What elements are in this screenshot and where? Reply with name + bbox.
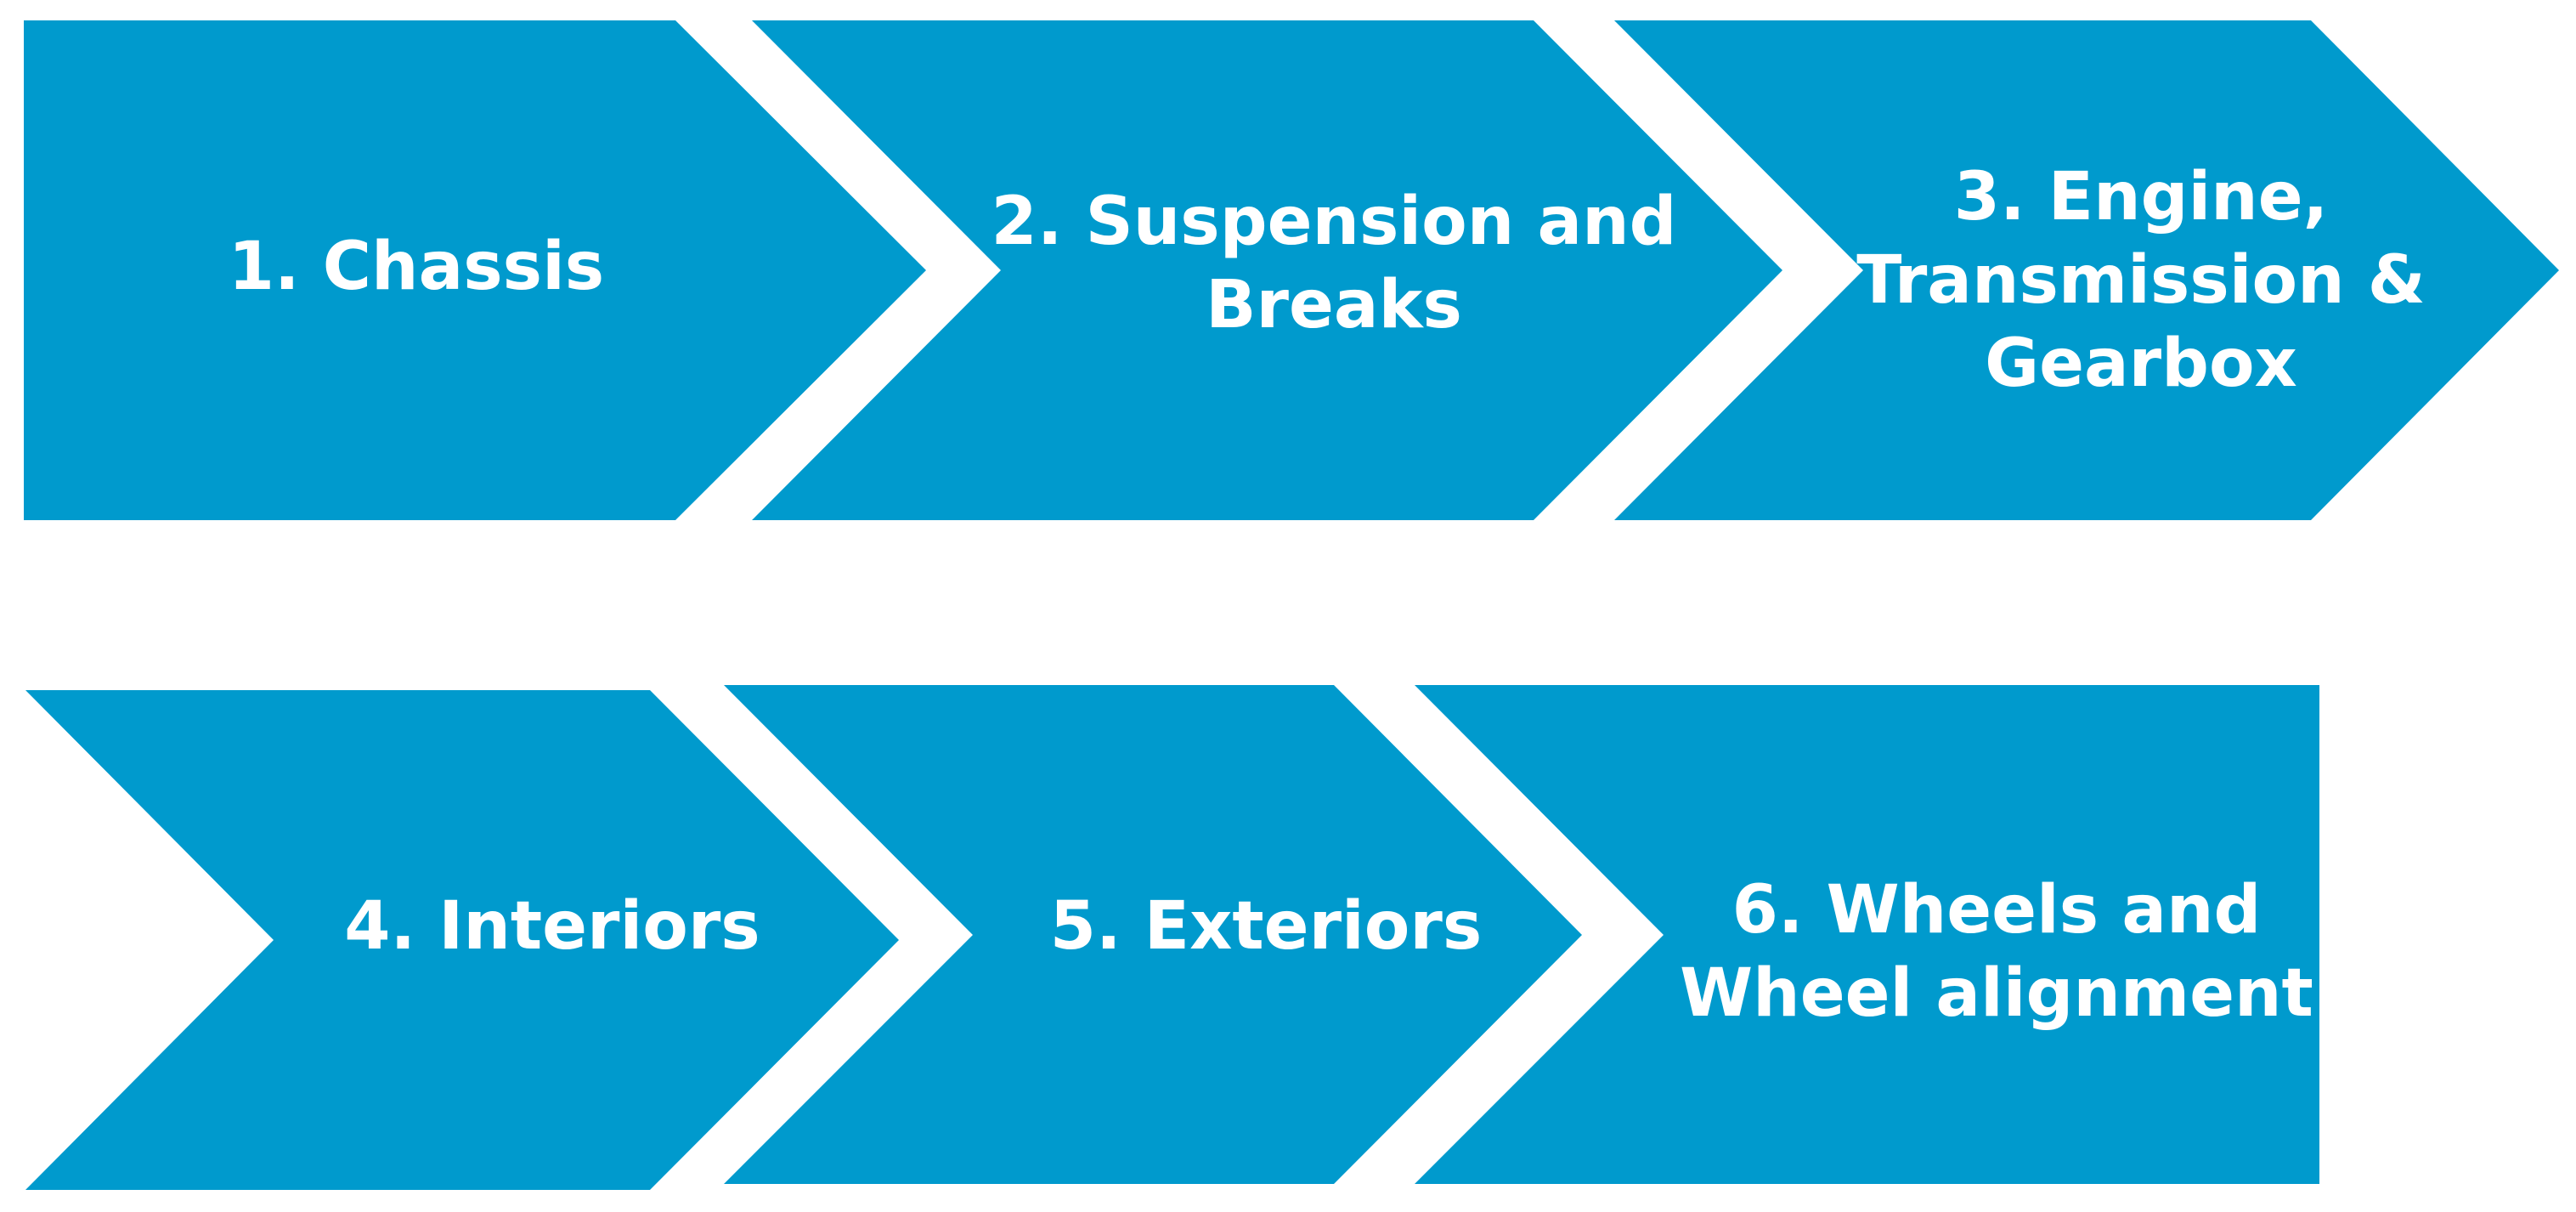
step-5-label: 5. Exteriors xyxy=(1049,888,1483,965)
step-4-label: 4. Interiors xyxy=(344,888,760,965)
step-1-label: 1. Chassis xyxy=(228,229,605,305)
step-2-arrow xyxy=(752,20,1782,520)
step-3-label: 3. Engine, Transmission & Gearbox xyxy=(1856,159,2426,402)
step-4-arrow xyxy=(25,690,899,1190)
step-2-label: 2. Suspension and Breaks xyxy=(991,184,1677,343)
step-6-label: 6. Wheels and Wheel alignment xyxy=(1680,872,2313,1032)
step-6-box xyxy=(1415,685,2319,1184)
step-5-arrow xyxy=(724,685,1582,1184)
step-1-arrow xyxy=(24,20,926,520)
step-3-arrow xyxy=(1614,20,2559,520)
